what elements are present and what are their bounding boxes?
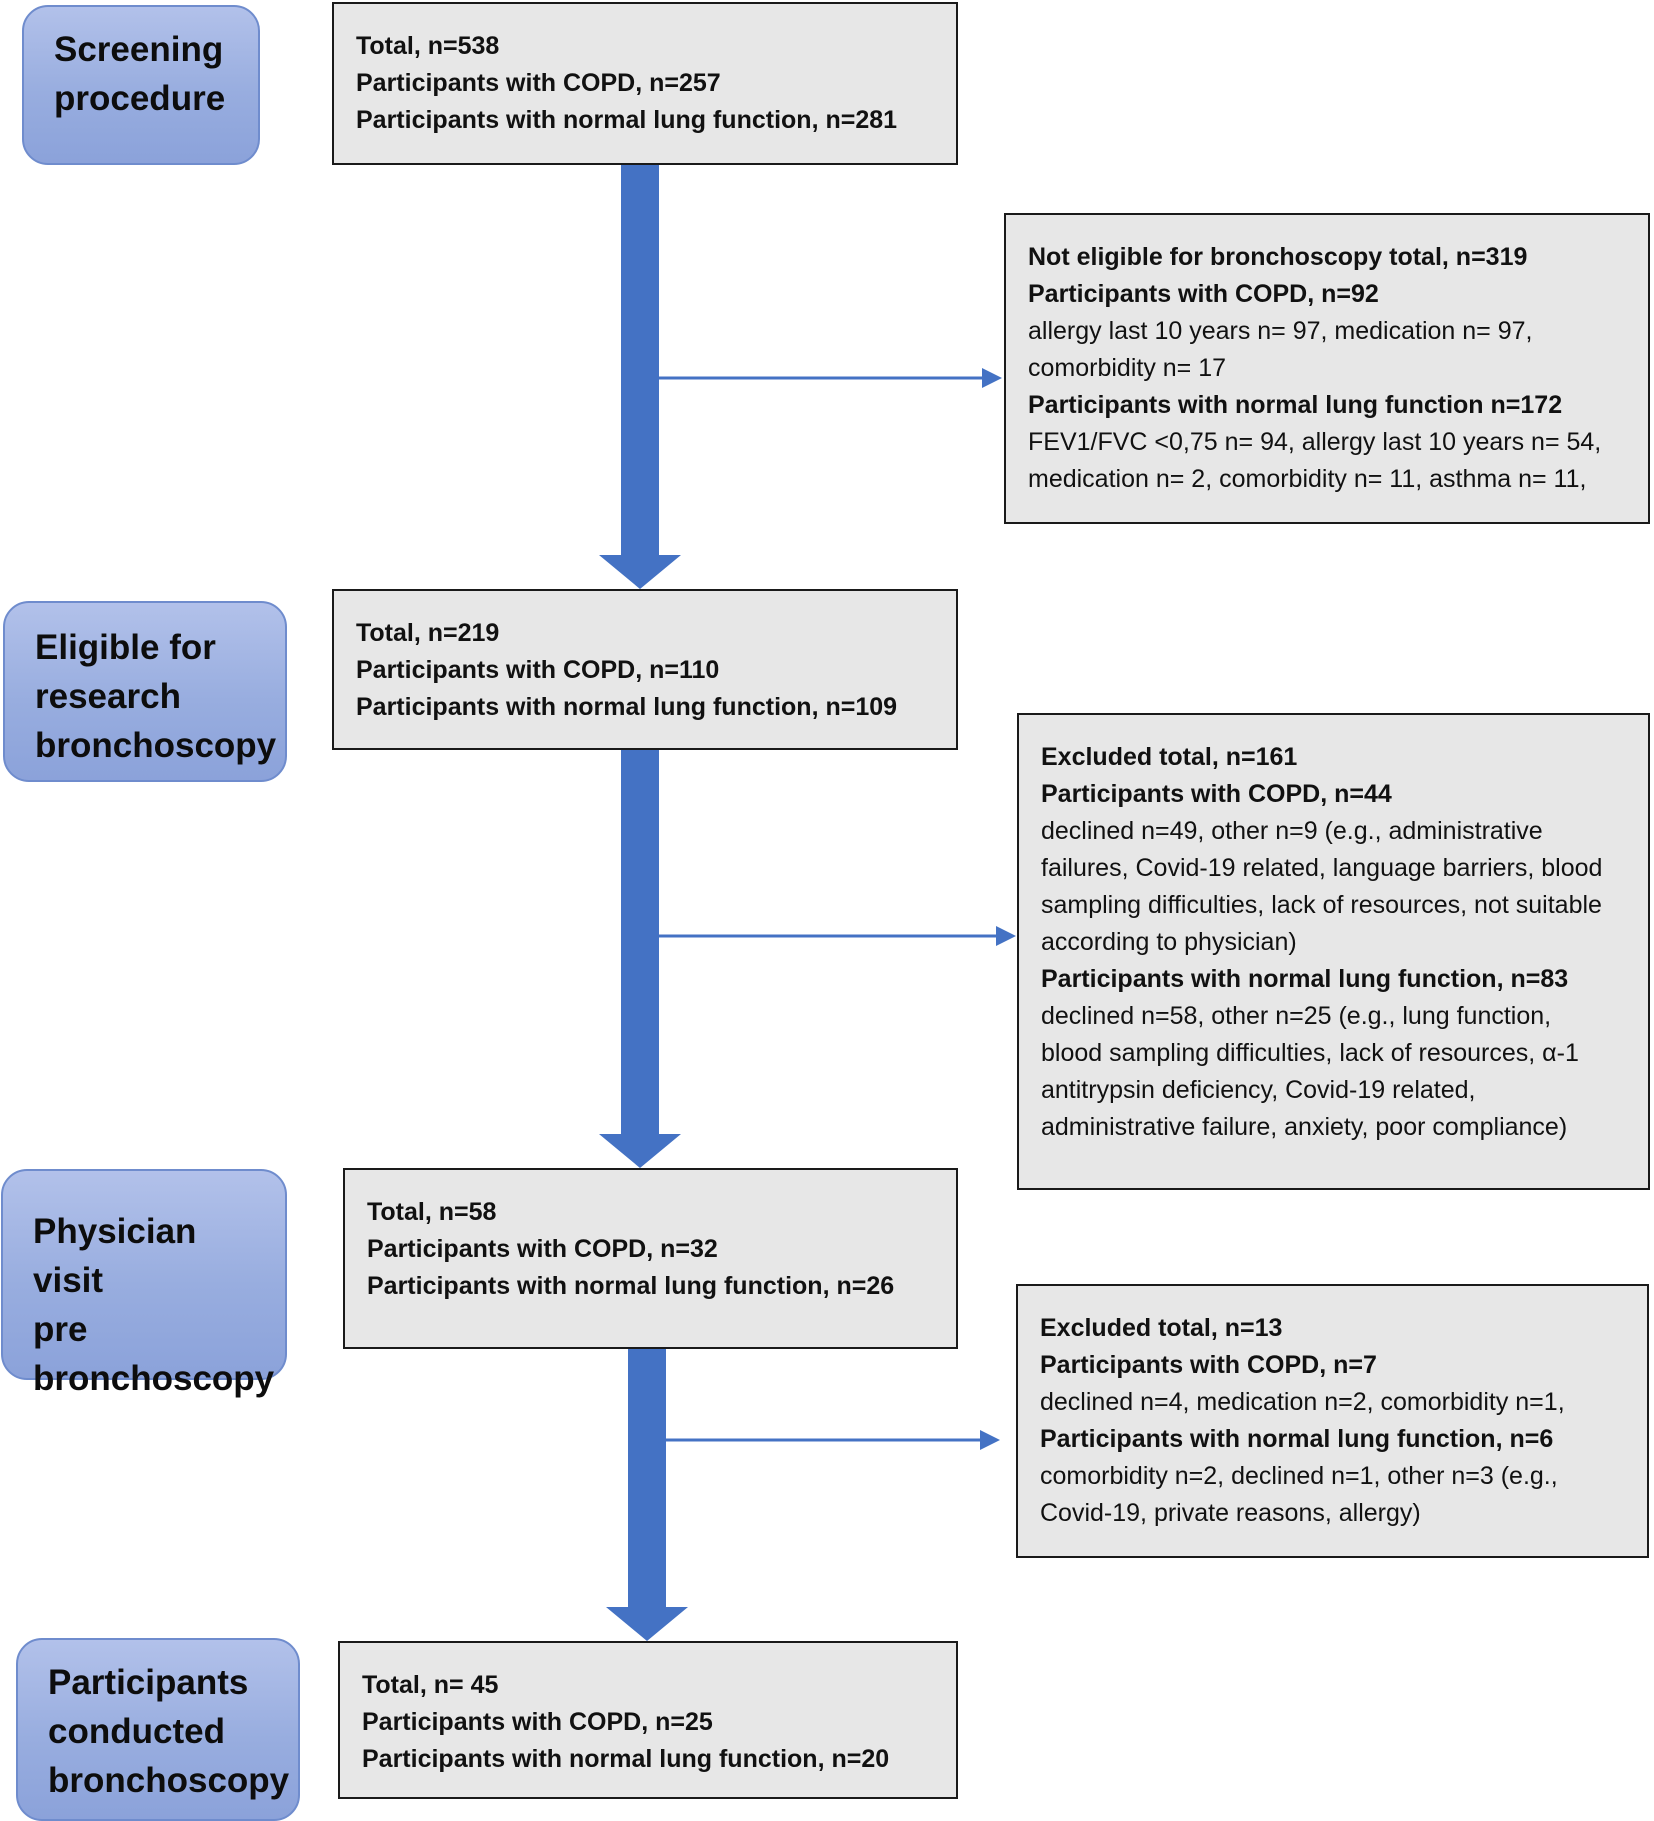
stage-text: pre (33, 1310, 88, 1349)
exclusion-heading: Excluded total, n=13 (1040, 1314, 1283, 1342)
stage-text: bronchoscopy (48, 1761, 290, 1800)
box-line: Participants with COPD, n=110 (356, 656, 720, 684)
down-arrow-3 (606, 1349, 688, 1641)
exclusion-detail: antitrypsin deficiency, Covid-19 related… (1041, 1076, 1476, 1104)
box-line: Total, n= 45 (362, 1671, 499, 1699)
side-arrowhead-3 (980, 1430, 1000, 1450)
down-arrow-2 (599, 750, 681, 1168)
exclusion-detail: declined n=4, medication n=2, comorbidit… (1040, 1388, 1565, 1416)
exclusion-heading: Participants with normal lung function n… (1028, 391, 1563, 419)
exclusion-detail: failures, Covid-19 related, language bar… (1041, 854, 1603, 882)
exclusion-detail: declined n=58, other n=25 (e.g., lung fu… (1041, 1002, 1552, 1030)
stage-text: Screening (54, 30, 224, 69)
stage-text: procedure (54, 79, 226, 118)
box-line: Participants with normal lung function, … (367, 1272, 895, 1300)
stage-text: bronchoscopy (33, 1359, 275, 1398)
box-line: Participants with COPD, n=257 (356, 69, 721, 97)
box-line: Participants with normal lung function, … (362, 1745, 890, 1773)
side-arrowhead-2 (996, 926, 1016, 946)
count-box-physician-visit: Total, n=58 Participants with COPD, n=32… (343, 1168, 958, 1349)
exclusion-detail: FEV1/FVC <0,75 n= 94, allergy last 10 ye… (1028, 428, 1602, 456)
stage-text: bronchoscopy (35, 726, 277, 765)
exclusion-detail: according to physician) (1041, 928, 1297, 956)
exclusion-heading: Participants with normal lung function, … (1040, 1425, 1554, 1453)
exclusion-detail: sampling difficulties, lack of resources… (1041, 891, 1602, 919)
stage-text: Eligible for (35, 628, 216, 667)
box-line: Total, n=219 (356, 619, 500, 647)
stage-text: Participants (48, 1663, 249, 1702)
exclusion-detail: Covid-19, private reasons, allergy) (1040, 1499, 1421, 1527)
exclusion-heading: Participants with COPD, n=44 (1041, 780, 1392, 808)
stage-label-screening: Screening procedure (22, 5, 260, 165)
exclusion-heading: Participants with COPD, n=92 (1028, 280, 1379, 308)
exclusion-heading: Participants with normal lung function, … (1041, 965, 1569, 993)
side-arrowhead-1 (982, 368, 1002, 388)
exclusion-detail: blood sampling difficulties, lack of res… (1041, 1039, 1579, 1067)
count-box-eligible: Total, n=219 Participants with COPD, n=1… (332, 589, 958, 750)
exclusion-detail: allergy last 10 years n= 97, medication … (1028, 317, 1533, 345)
box-line: Participants with COPD, n=32 (367, 1235, 718, 1263)
down-arrow-1 (599, 163, 681, 589)
exclusion-box-not-eligible: Not eligible for bronchoscopy total, n=3… (1004, 213, 1650, 524)
stage-label-eligible: Eligible for research bronchoscopy (3, 601, 287, 782)
exclusion-detail: medication n= 2, comorbidity n= 11, asth… (1028, 465, 1587, 493)
stage-text: conducted (48, 1712, 225, 1751)
box-line: Total, n=538 (356, 32, 500, 60)
box-line: Participants with COPD, n=25 (362, 1708, 713, 1736)
count-box-conducted: Total, n= 45 Participants with COPD, n=2… (338, 1641, 958, 1799)
box-line: Total, n=58 (367, 1198, 497, 1226)
stage-label-physician-visit: Physician visit pre bronchoscopy (1, 1169, 287, 1398)
exclusion-heading: Participants with COPD, n=7 (1040, 1351, 1377, 1379)
stage-text: research (35, 677, 181, 716)
count-box-screening: Total, n=538 Participants with COPD, n=2… (332, 2, 958, 165)
exclusion-detail: administrative failure, anxiety, poor co… (1041, 1113, 1568, 1141)
stage-label-conducted: Participants conducted bronchoscopy (16, 1638, 300, 1821)
box-line: Participants with normal lung function, … (356, 106, 898, 134)
exclusion-heading: Excluded total, n=161 (1041, 743, 1298, 771)
exclusion-detail: comorbidity n= 17 (1028, 354, 1227, 382)
exclusion-detail: comorbidity n=2, declined n=1, other n=3… (1040, 1462, 1558, 1490)
stage-text: Physician visit (33, 1212, 197, 1300)
box-line: Participants with normal lung function, … (356, 693, 898, 721)
exclusion-detail: declined n=49, other n=9 (e.g., administ… (1041, 817, 1543, 845)
exclusion-heading: Not eligible for bronchoscopy total, n=3… (1028, 243, 1528, 271)
